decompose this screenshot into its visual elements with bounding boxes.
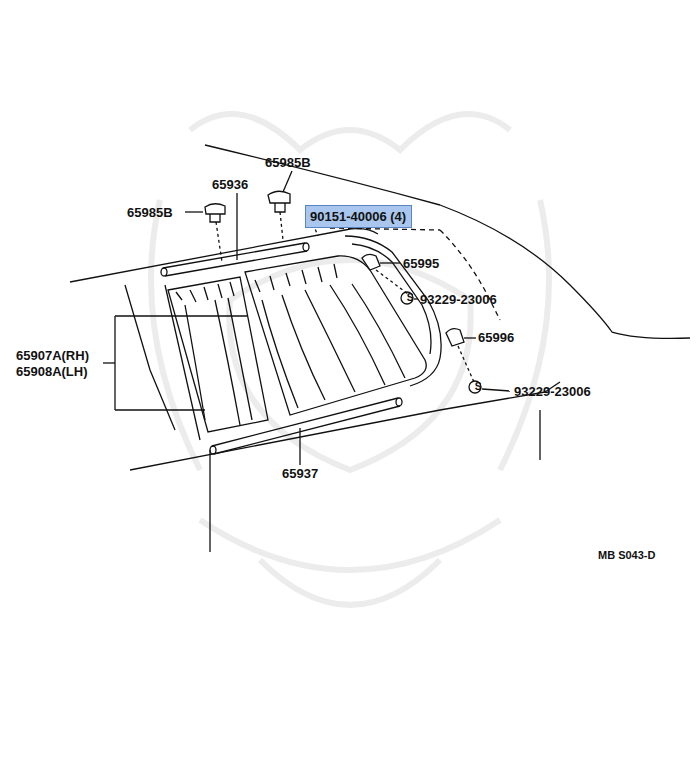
part-number: 93229-23006 — [514, 384, 591, 399]
highlight-box: 90151-40006 (4) — [305, 205, 412, 228]
part-number: 65985B — [127, 205, 173, 220]
part-number: 65937 — [282, 466, 318, 481]
part-number: 65908A(LH) — [16, 364, 88, 379]
watermark — [151, 114, 549, 605]
part-number: 93229-23006 — [420, 292, 497, 307]
screw-symbol: S — [407, 292, 414, 304]
part-number: 65995 — [403, 256, 439, 271]
part-number: 65985B — [265, 155, 311, 170]
part-number: 65907A(RH) — [16, 348, 89, 363]
screw-symbol: S — [475, 381, 482, 393]
part-number: 90151-40006 (4) — [310, 209, 407, 224]
part-number: 65996 — [478, 330, 514, 345]
diagram-code: MB S043-D — [598, 548, 655, 563]
part-number: 65936 — [212, 177, 248, 192]
